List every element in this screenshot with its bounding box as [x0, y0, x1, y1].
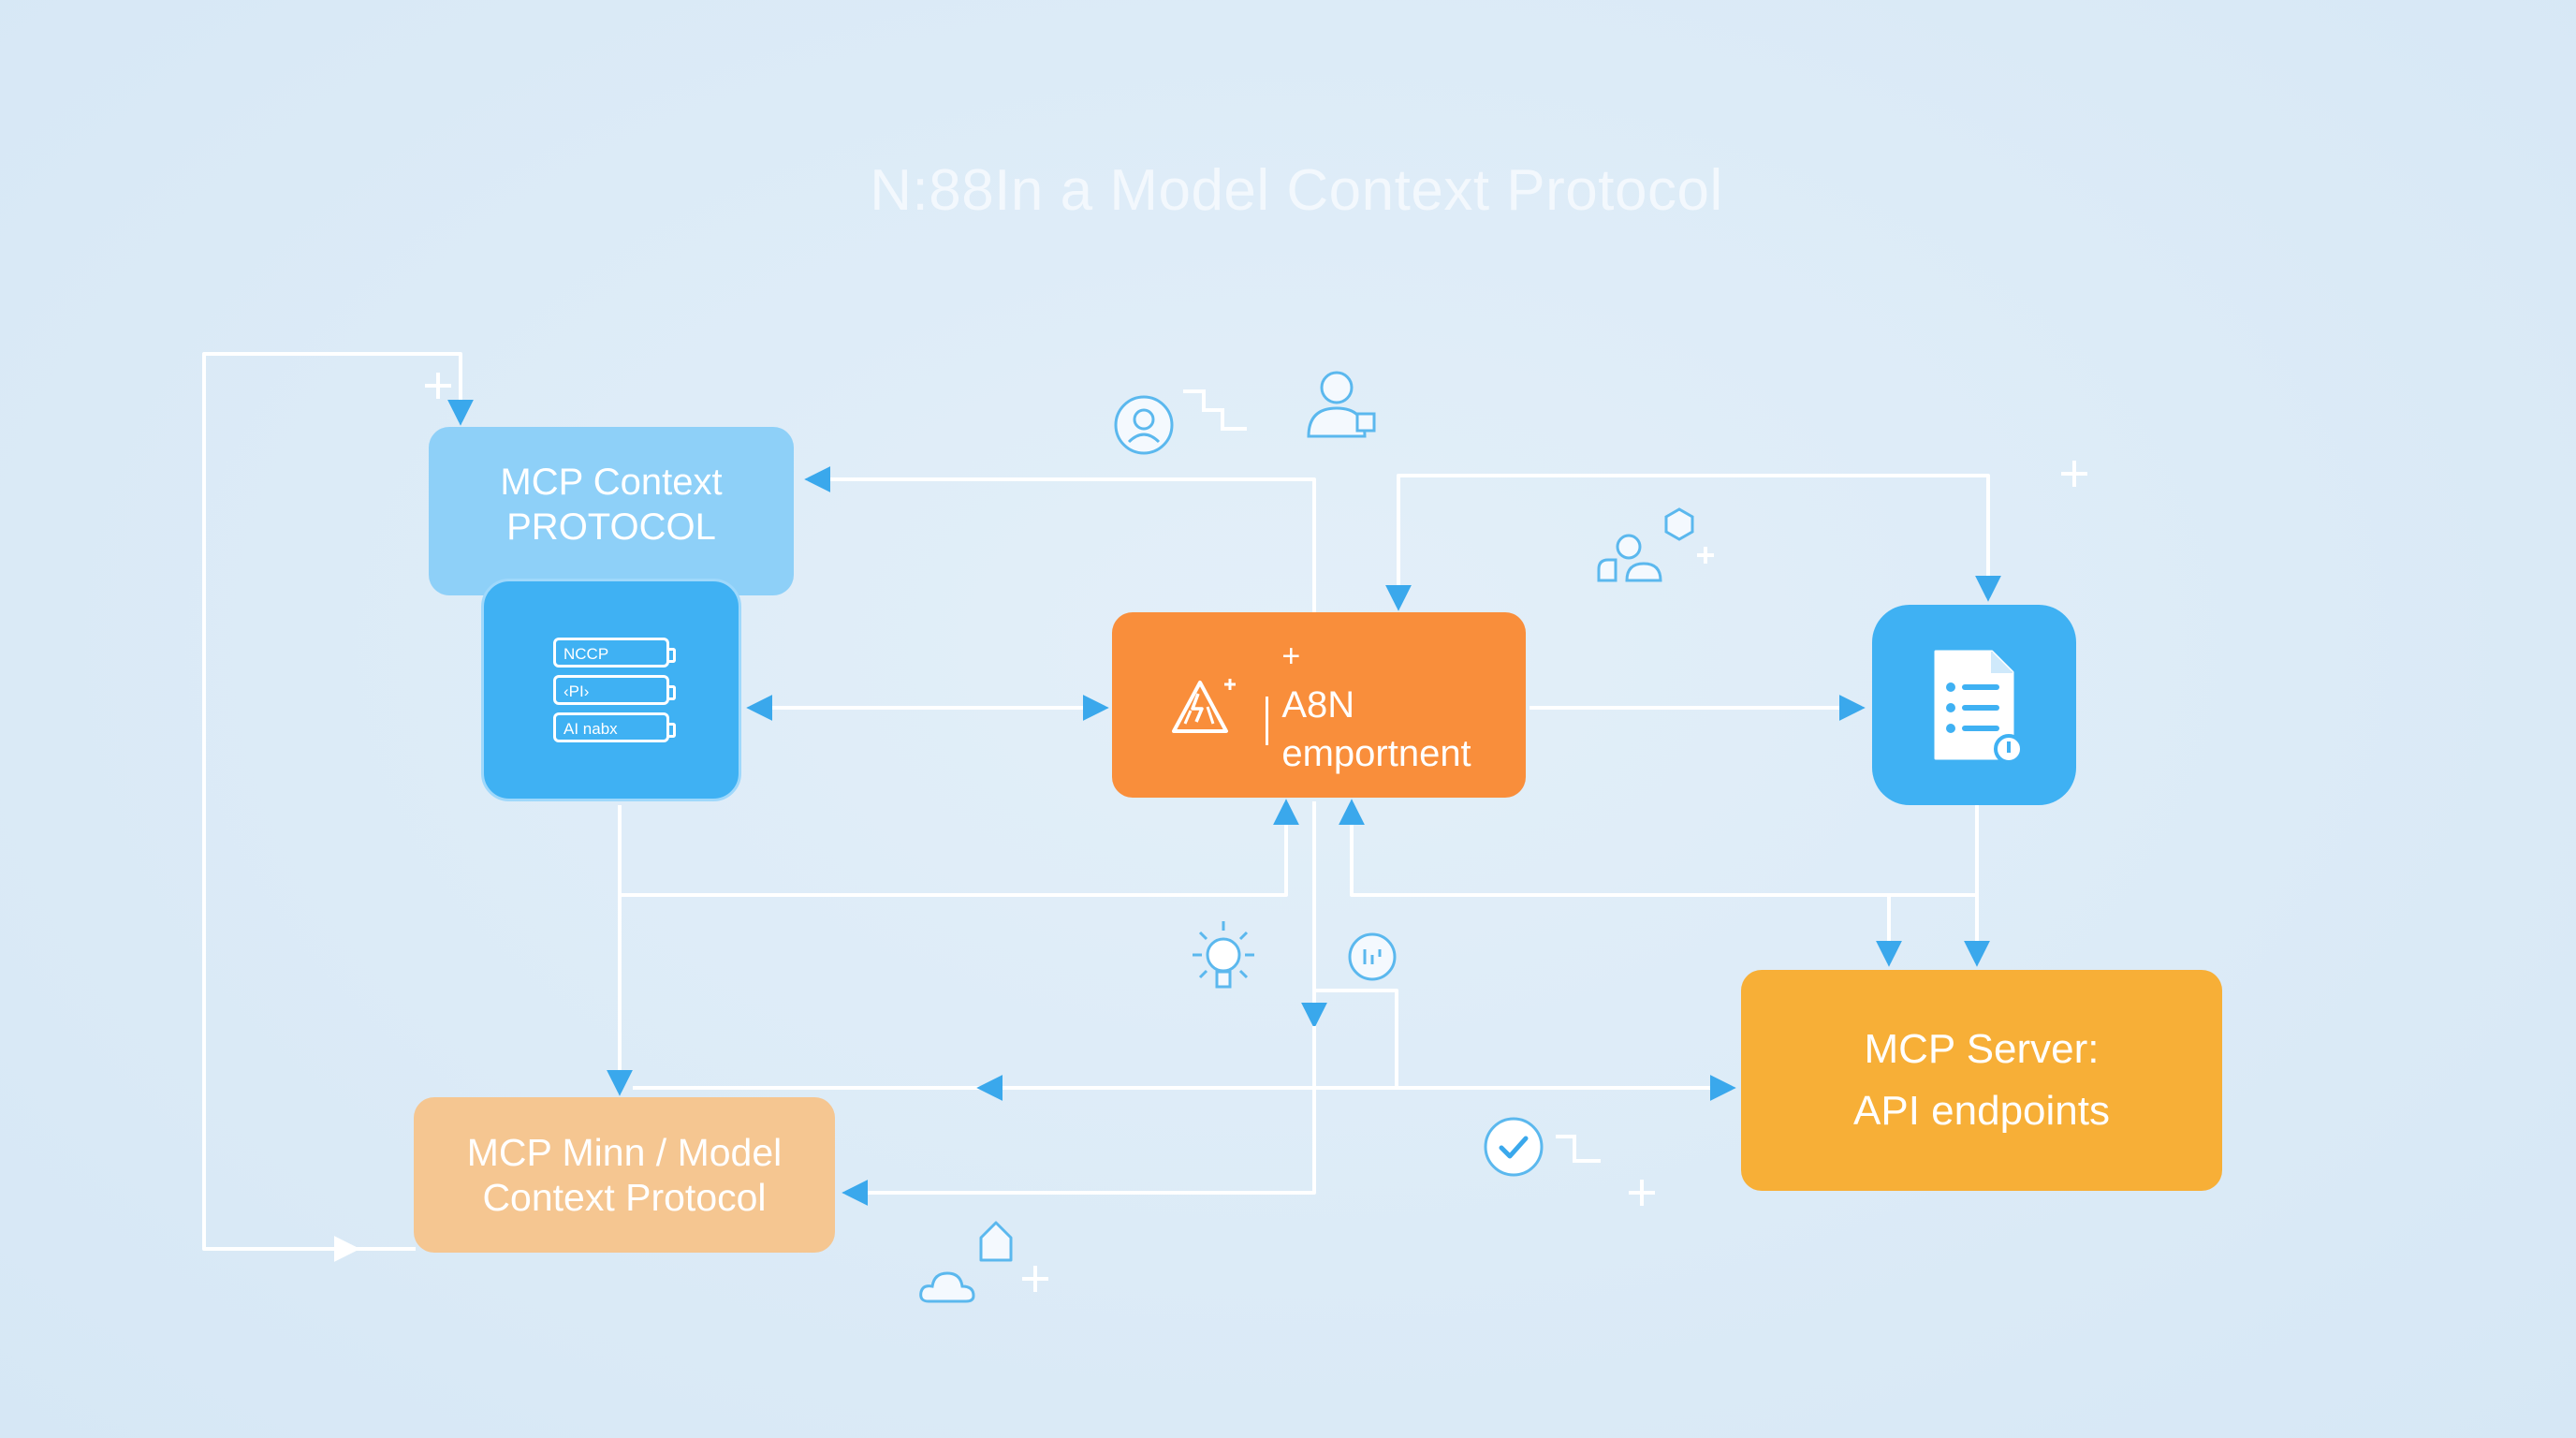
server-node-line1: MCP Server:: [1864, 1026, 2100, 1072]
plus-icon: [425, 373, 451, 399]
connector-doc-branch-a8n: [1339, 799, 1979, 897]
a8n-emportnent-node[interactable]: + A8N emportnent: [1112, 612, 1526, 798]
a8n-node-line1: A8N: [1281, 684, 1355, 726]
server-node-line2: API endpoints: [1853, 1088, 2110, 1134]
cloud-icon: [919, 1271, 975, 1303]
step-icon: [1556, 1135, 1601, 1163]
mcp-minn-node[interactable]: MCP Minn / Model Context Protocol: [414, 1097, 835, 1253]
context-node-line2: PROTOCOL: [506, 506, 716, 548]
warning-triangle-icon: [1172, 679, 1237, 733]
lightbulb-icon: [1193, 921, 1254, 989]
connector-a8n-to-minn: [842, 1026, 1316, 1206]
mcp-context-protocol-node[interactable]: MCP Context PROTOCOL: [429, 427, 794, 595]
stack-row-ai-nabx: AI nabx: [553, 712, 676, 742]
document-list-icon: [1934, 650, 2024, 764]
home-icon: [979, 1221, 1013, 1262]
minn-node-line1: MCP Minn / Model: [466, 1131, 783, 1174]
step-icon: [1183, 389, 1247, 431]
people-group-icon: [1597, 507, 1714, 582]
person-icon: [1307, 371, 1376, 438]
stack-row-nccp: NCCP: [553, 638, 676, 668]
server-stack-node[interactable]: NCCP ‹PI› AI nabx: [481, 579, 741, 801]
plus-icon: [1629, 1180, 1655, 1206]
stack-row-pi: ‹PI›: [553, 675, 676, 705]
context-node-line1: MCP Context: [500, 462, 723, 503]
chat-bubble-icon: [1348, 932, 1397, 981]
a8n-plus: +: [1281, 638, 1301, 674]
connector-stack-branch-a8n: [620, 799, 1299, 897]
user-avatar-icon: [1114, 395, 1174, 455]
checkmark-icon: [1484, 1117, 1544, 1177]
diagram-title: N:88In a Model Context Protocol: [870, 158, 1723, 223]
connector-a8n-to-context: [804, 466, 1316, 612]
a8n-divider: [1266, 697, 1269, 745]
connector-step-to-server: [1314, 989, 1398, 1088]
a8n-node-line2: emportnent: [1281, 733, 1471, 774]
minn-node-line2: Context Protocol: [482, 1176, 767, 1219]
connector-outer-loop: [202, 352, 449, 1262]
mcp-server-node[interactable]: MCP Server: API endpoints: [1741, 970, 2222, 1191]
plus-icon: [1022, 1266, 1048, 1292]
plus-icon: [2061, 461, 2087, 487]
document-node[interactable]: [1872, 605, 2076, 805]
connector-top-into-context: [447, 352, 474, 426]
connector-top-loop: [1385, 474, 2001, 611]
